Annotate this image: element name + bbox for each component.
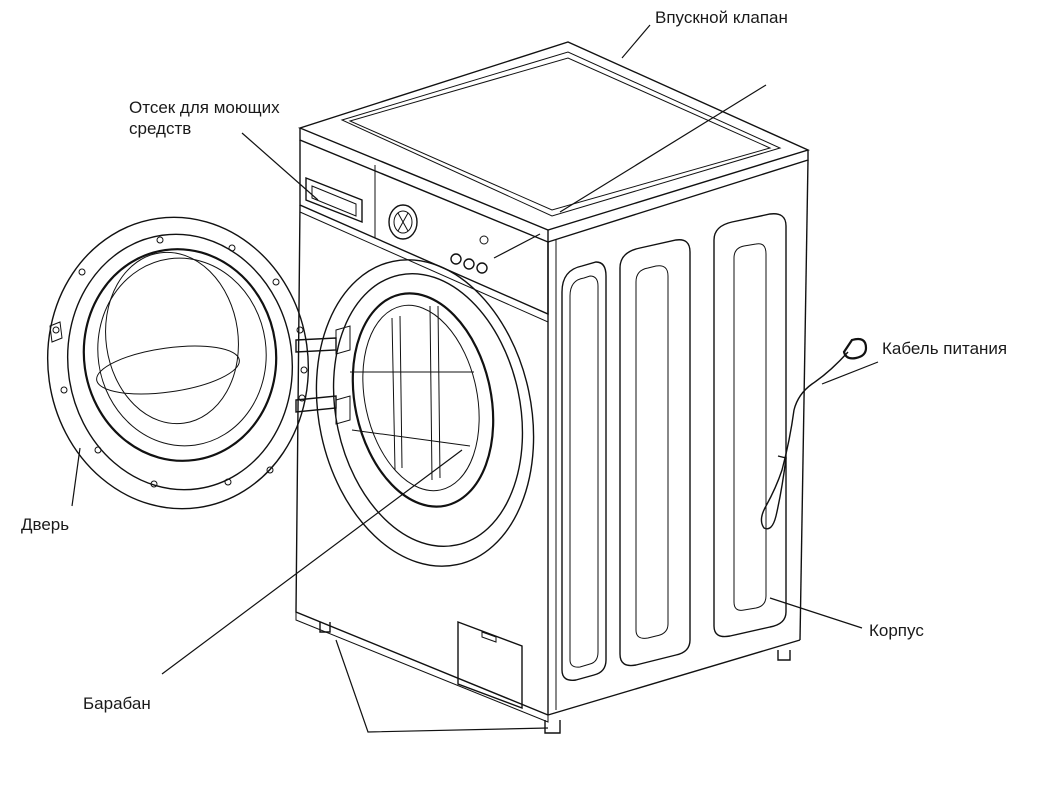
leader-lines bbox=[71, 24, 879, 733]
label-power-cable: Кабель питания bbox=[882, 339, 1008, 358]
leader-drum bbox=[161, 449, 463, 675]
label-detergent-compartment: Отсек для моющих средств bbox=[129, 97, 280, 139]
power-cable bbox=[760, 337, 868, 530]
leader-body bbox=[769, 597, 863, 629]
drum-opening bbox=[315, 259, 535, 567]
leader-inlet-valve bbox=[621, 24, 651, 59]
feet bbox=[319, 622, 791, 734]
leader-cable bbox=[821, 361, 879, 385]
machine-top bbox=[297, 41, 810, 244]
label-detergent-line2: средств bbox=[129, 119, 192, 138]
leader-inlet-valve-2 bbox=[559, 84, 767, 213]
label-body: Корпус bbox=[869, 621, 924, 640]
leader-door bbox=[71, 447, 81, 507]
label-drum: Барабан bbox=[83, 694, 151, 713]
leader-feet-2 bbox=[493, 233, 541, 259]
leader-detergent bbox=[241, 132, 319, 201]
label-detergent-line1: Отсек для моющих bbox=[129, 98, 280, 117]
cabinet-side bbox=[547, 159, 809, 716]
label-inlet-valve: Впускной клапан bbox=[655, 8, 788, 27]
front-face bbox=[295, 204, 549, 723]
leader-feet bbox=[335, 639, 549, 733]
label-door: Дверь bbox=[21, 515, 70, 534]
door bbox=[46, 216, 337, 510]
